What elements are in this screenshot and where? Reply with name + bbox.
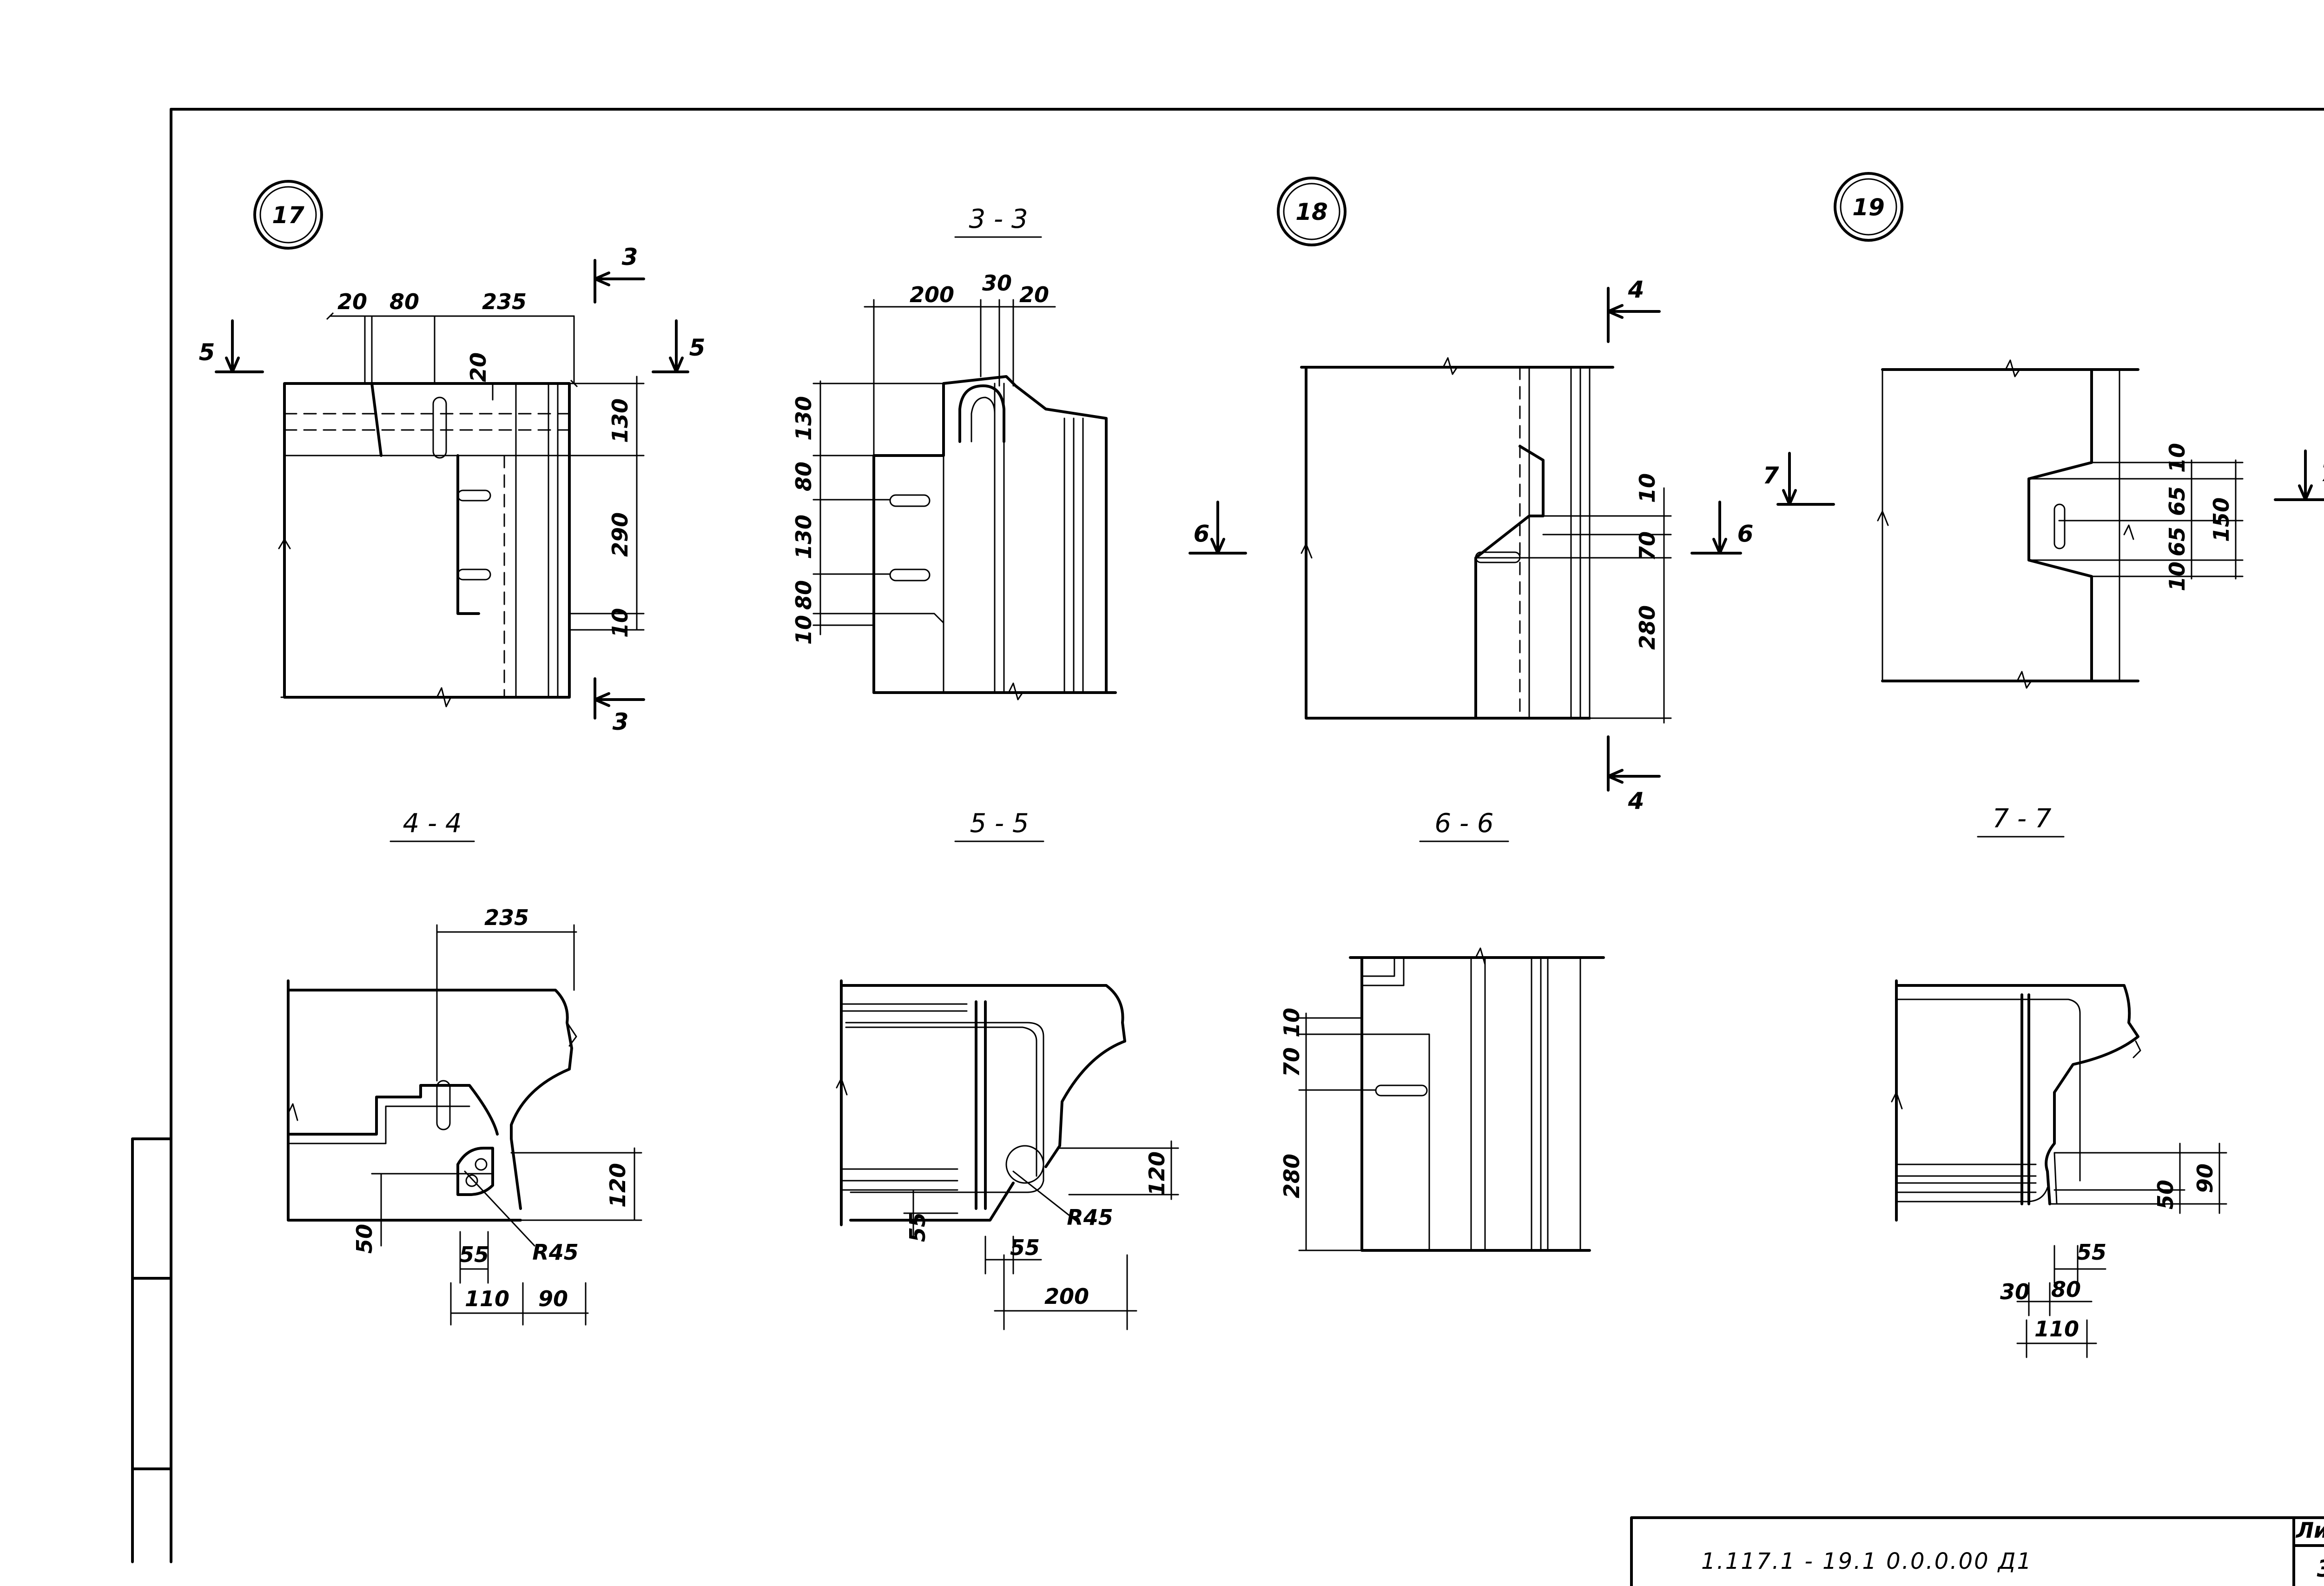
svg-text:6 - 6: 6 - 6: [1434, 808, 1493, 839]
svg-text:10: 10: [2165, 562, 2190, 591]
detail-marker-17: 17: [253, 180, 323, 250]
svg-text:80: 80: [791, 462, 816, 491]
svg-text:10: 10: [791, 615, 816, 645]
svg-text:6: 6: [1194, 520, 1210, 547]
svg-text:7 - 7: 7 - 7: [1992, 804, 2051, 834]
svg-text:3 - 3: 3 - 3: [969, 204, 1028, 234]
sheet-number: 3: [2317, 1555, 2324, 1582]
svg-text:R45: R45: [532, 1240, 578, 1265]
svg-text:120: 120: [1144, 1151, 1169, 1196]
svg-text:280: 280: [1279, 1154, 1304, 1198]
svg-text:80: 80: [791, 580, 816, 610]
svg-text:90: 90: [2192, 1163, 2218, 1193]
svg-text:10: 10: [2165, 443, 2190, 473]
section-4-4-view: 235 120 50 55 R45 110 90: [287, 905, 642, 1326]
svg-text:20: 20: [466, 352, 491, 382]
svg-text:130: 130: [791, 515, 816, 559]
detail-marker-19-label: 19: [1852, 194, 1885, 221]
svg-text:65: 65: [2165, 527, 2190, 556]
svg-text:5 - 5: 5 - 5: [970, 808, 1029, 839]
svg-text:110: 110: [465, 1286, 509, 1311]
detail-marker-19: 19: [1834, 172, 1903, 242]
sheet-label: Лист: [2295, 1518, 2324, 1543]
section-6-6-view: 10 70 280: [1279, 947, 1605, 1252]
svg-text:80: 80: [390, 289, 419, 314]
svg-text:120: 120: [605, 1163, 630, 1208]
detail-19-view: 10 65 65 150 10 7 7: [1763, 359, 2324, 689]
svg-text:55: 55: [1010, 1235, 1040, 1260]
svg-text:130: 130: [607, 398, 633, 443]
svg-text:235: 235: [484, 905, 529, 930]
svg-text:7: 7: [1763, 462, 1779, 489]
svg-text:4 - 4: 4 - 4: [403, 808, 462, 839]
svg-text:4: 4: [1628, 787, 1644, 814]
sheet-frame: [131, 108, 2324, 1563]
detail-marker-17-label: 17: [272, 202, 304, 229]
svg-text:10: 10: [607, 608, 633, 638]
svg-text:50: 50: [2153, 1180, 2178, 1209]
svg-text:235: 235: [482, 289, 527, 314]
section-title-6-6: 6 - 6: [1419, 808, 1509, 842]
section-title-7-7: 7 - 7: [1977, 804, 2065, 838]
detail-18-view: 10 70 280 6 6 4 4: [1188, 276, 1754, 814]
svg-text:110: 110: [2034, 1316, 2079, 1341]
section-5-5-view: 120 55 R45 55 200: [836, 979, 1179, 1330]
svg-text:5: 5: [199, 339, 215, 366]
svg-text:30: 30: [982, 271, 1012, 296]
svg-text:90: 90: [538, 1286, 568, 1311]
svg-text:3: 3: [613, 708, 629, 735]
svg-text:30: 30: [2000, 1279, 2030, 1304]
svg-text:20: 20: [337, 289, 367, 314]
svg-text:280: 280: [1635, 605, 1660, 650]
svg-text:R45: R45: [1067, 1205, 1113, 1230]
svg-text:50: 50: [352, 1224, 377, 1254]
title-block: 1.117.1 - 19.1 0.0.0.00 Д1 Лист 3: [1630, 1516, 2324, 1586]
detail-17-view: 20 80 235 20 130 290 10 5 5 3 3: [199, 244, 706, 735]
document-code: 1.117.1 - 19.1 0.0.0.00 Д1: [1701, 1548, 2033, 1574]
section-title-3-3: 3 - 3: [954, 204, 1042, 238]
svg-text:55: 55: [905, 1212, 930, 1242]
detail-marker-18-label: 18: [1295, 198, 1328, 225]
svg-text:10: 10: [1635, 473, 1660, 503]
section-title-4-4: 4 - 4: [390, 808, 475, 842]
section-3-3-view: 200 30 20 130 80 130 80 10: [791, 271, 1117, 700]
svg-text:290: 290: [607, 512, 633, 557]
svg-text:80: 80: [2051, 1277, 2081, 1302]
svg-text:3: 3: [622, 244, 638, 271]
svg-text:7: 7: [2321, 460, 2324, 487]
svg-text:20: 20: [1019, 282, 1049, 307]
svg-text:70: 70: [1635, 531, 1660, 561]
svg-text:130: 130: [791, 396, 816, 441]
svg-text:200: 200: [910, 282, 954, 307]
svg-text:55: 55: [2077, 1240, 2106, 1265]
svg-text:200: 200: [1044, 1284, 1089, 1309]
svg-text:65: 65: [2165, 486, 2190, 516]
svg-text:150: 150: [2209, 497, 2234, 542]
svg-text:70: 70: [1279, 1047, 1304, 1077]
svg-text:55: 55: [459, 1242, 489, 1267]
svg-text:10: 10: [1279, 1008, 1304, 1038]
detail-marker-18: 18: [1277, 177, 1347, 246]
section-title-5-5: 5 - 5: [954, 808, 1044, 842]
svg-text:6: 6: [1737, 520, 1754, 547]
svg-text:4: 4: [1628, 276, 1644, 303]
svg-text:5: 5: [689, 334, 706, 361]
section-7-7-view: 50 90 55 30 80 110: [1891, 979, 2227, 1358]
